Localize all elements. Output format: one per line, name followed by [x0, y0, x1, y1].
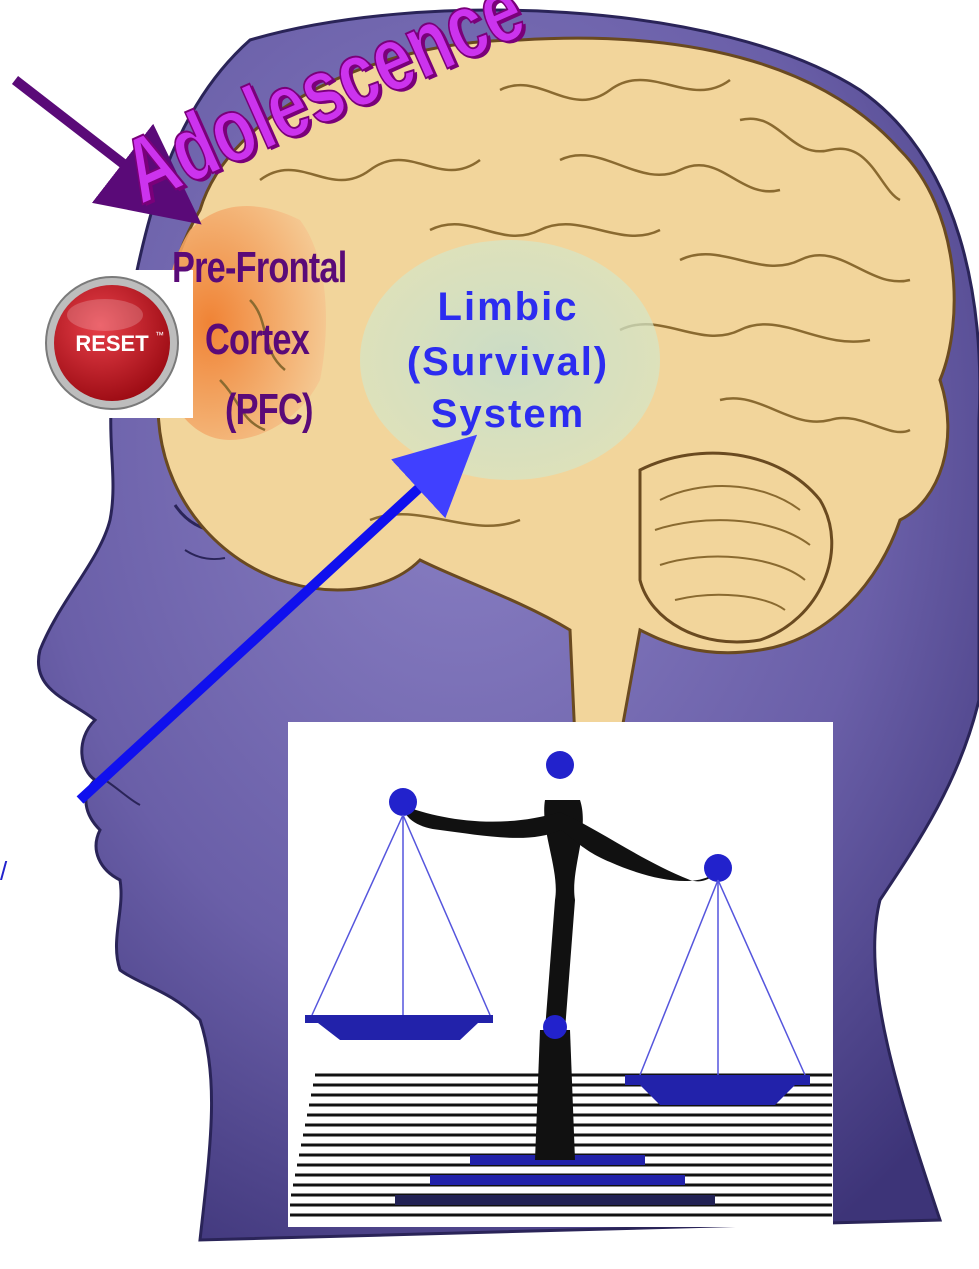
reset-label: RESET — [75, 331, 149, 356]
limbic-label-line3: System — [358, 392, 658, 437]
pfc-label-line3: (PFC) — [225, 385, 313, 435]
cerebellum — [640, 453, 832, 642]
limbic-label-line2: (Survival) — [358, 340, 658, 385]
limbic-label-line1: Limbic — [358, 285, 658, 330]
reset-button-icon: RESET ™ — [46, 277, 178, 409]
stray-mark: / — [0, 856, 8, 886]
pfc-label-line2: Cortex — [205, 315, 309, 365]
balance-scale-icon — [288, 722, 833, 1227]
pfc-label-line1: Pre-Frontal — [172, 243, 346, 293]
reset-trademark: ™ — [155, 330, 164, 340]
